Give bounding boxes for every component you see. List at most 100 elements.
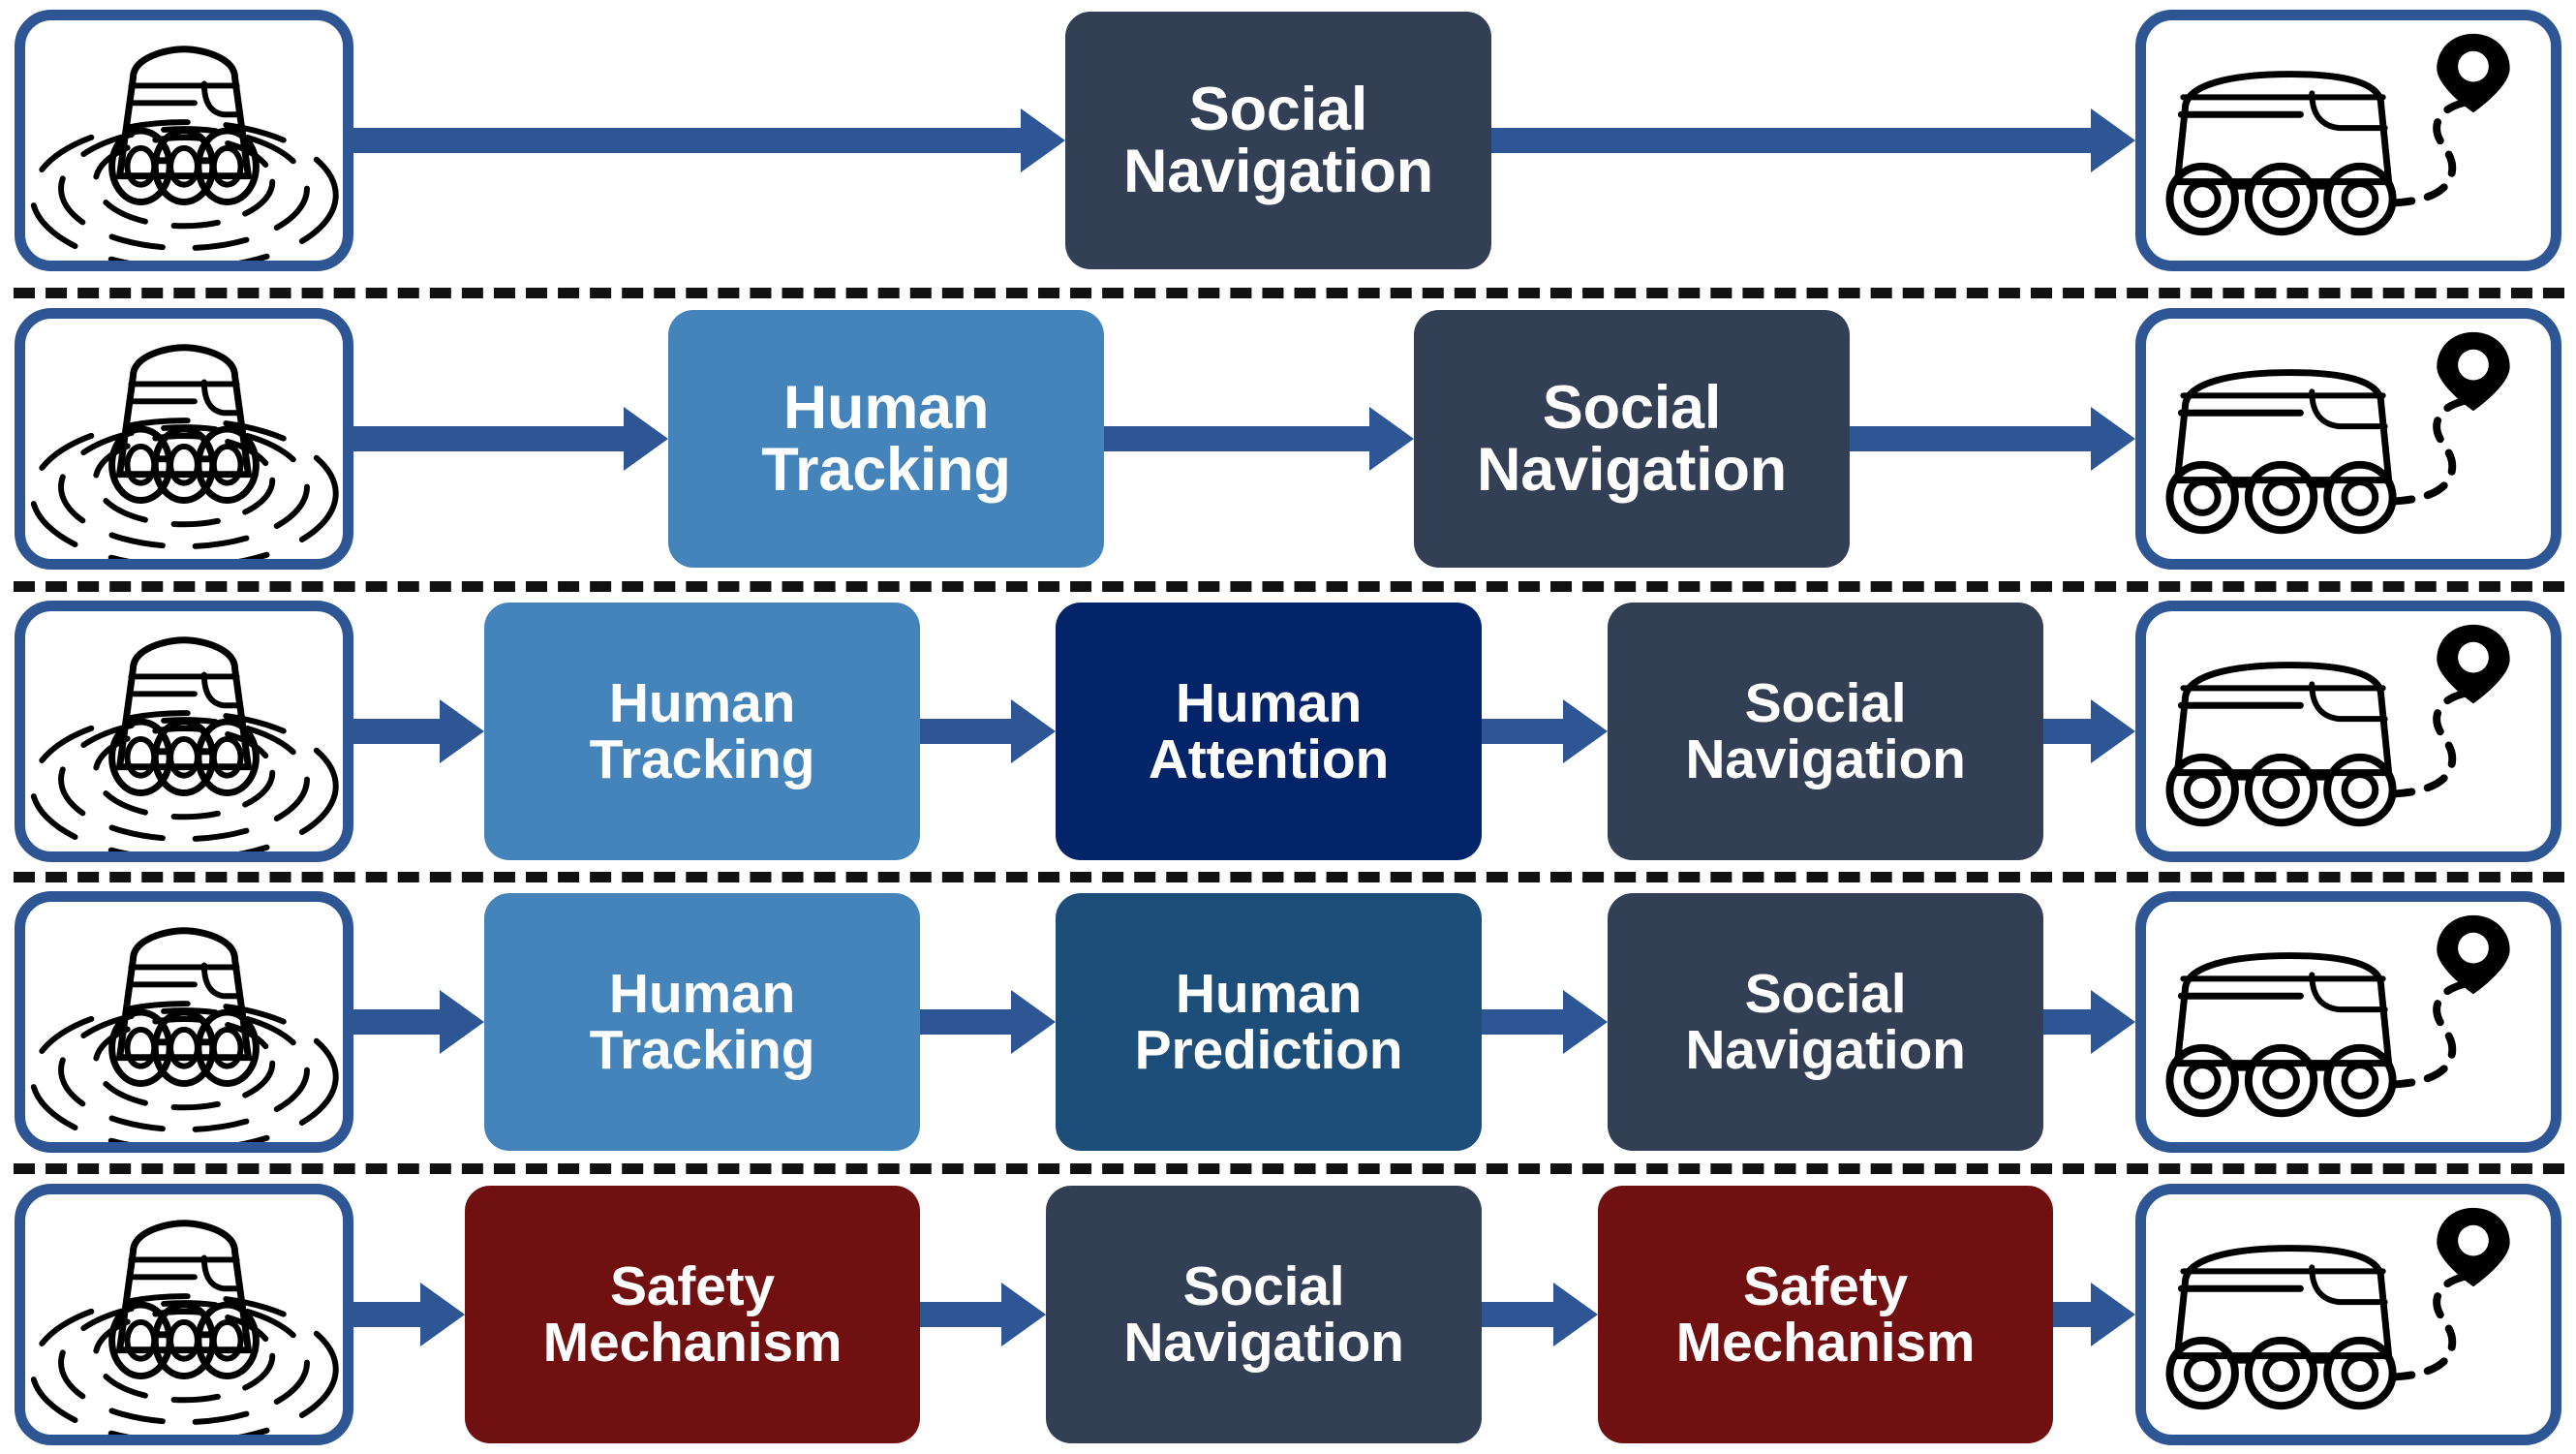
arrow-head — [1563, 699, 1608, 763]
arrow-head — [1011, 699, 1056, 763]
row-separator-3 — [14, 872, 2564, 882]
arrow-right-icon — [1482, 699, 1608, 763]
arrow-right-icon — [1482, 1283, 1598, 1346]
start-robot-panel — [15, 308, 353, 570]
stage-label-line: Tracking — [761, 436, 1011, 504]
robot-navigation-path-icon — [2165, 914, 2510, 1118]
robot-sensing-icon — [29, 927, 339, 1142]
arrow-shaft — [353, 719, 440, 744]
arrow-head — [624, 407, 668, 471]
arrow-shaft — [1482, 719, 1563, 744]
arrow-shaft — [353, 1009, 440, 1035]
stage-label-line: Navigation — [1685, 1019, 1966, 1081]
robot-sensing-icon — [29, 1220, 339, 1435]
map-pin-icon — [2437, 331, 2510, 412]
end-robot-panel — [2135, 891, 2561, 1153]
arrow-right-icon — [1491, 108, 2135, 172]
arrow-right-icon — [2043, 990, 2135, 1054]
map-pin-icon — [2437, 914, 2510, 995]
arrow-head — [440, 990, 484, 1054]
arrow-shaft — [920, 719, 1011, 744]
arrow-head — [1369, 407, 1414, 471]
arrow-shaft — [1482, 1302, 1553, 1327]
start-robot-panel — [15, 10, 353, 271]
arrow-head — [1011, 990, 1056, 1054]
arrow-shaft — [353, 426, 624, 451]
stage-label-line: Human — [1175, 671, 1363, 734]
stage-label-line: Prediction — [1134, 1019, 1403, 1081]
arrow-shaft — [1850, 426, 2091, 451]
arrow-shaft — [920, 1302, 1001, 1327]
arrow-shaft — [2043, 1009, 2091, 1035]
arrow-head — [2091, 699, 2135, 763]
arrow-right-icon — [1850, 407, 2135, 471]
map-pin-icon — [2437, 33, 2510, 113]
arrow-right-icon — [920, 699, 1056, 763]
stage-label-line: Human — [1175, 962, 1363, 1025]
arrow-shaft — [353, 1302, 420, 1327]
start-robot-panel — [15, 891, 353, 1153]
stage-label-line: Human — [608, 671, 796, 734]
map-pin-icon — [2437, 624, 2510, 704]
row-separator-2 — [14, 581, 2564, 592]
arrow-head — [2091, 407, 2135, 471]
end-robot-panel — [2135, 1184, 2561, 1445]
arrow-shaft — [1491, 128, 2091, 153]
arrow-right-icon — [353, 407, 668, 471]
stage-label-line: Social — [1744, 962, 1907, 1025]
robot-sensing-icon — [29, 636, 339, 851]
stage-label-line: Tracking — [589, 728, 815, 790]
arrow-right-icon — [353, 699, 484, 763]
stage-label-line: Social — [1188, 75, 1368, 143]
start-robot-panel — [15, 1184, 353, 1445]
stage-label-line: Tracking — [589, 1019, 815, 1081]
robot-sensing-icon — [29, 344, 339, 559]
arrow-head — [2091, 1283, 2135, 1346]
robot-sensing-icon — [29, 46, 339, 261]
arrow-right-icon — [353, 108, 1065, 172]
arrow-head — [1563, 990, 1608, 1054]
stage-label-line: Attention — [1148, 728, 1390, 790]
arrow-right-icon — [920, 990, 1056, 1054]
arrow-shaft — [920, 1009, 1011, 1035]
arrow-head — [1001, 1283, 1046, 1346]
stage-label-line: Mechanism — [1675, 1312, 1976, 1374]
robot-navigation-path-icon — [2165, 33, 2510, 236]
row-separator-1 — [14, 288, 2564, 298]
stage-label-line: Navigation — [1476, 436, 1788, 504]
arrow-head — [440, 699, 484, 763]
stage-label-line: Safety — [1743, 1254, 1908, 1317]
arrow-head — [1021, 108, 1065, 172]
arrow-right-icon — [353, 1283, 465, 1346]
arrow-shaft — [1482, 1009, 1563, 1035]
stage-label-line: Social — [1744, 671, 1907, 734]
stage-label-line: Navigation — [1123, 1312, 1404, 1374]
end-robot-panel — [2135, 10, 2561, 271]
arrow-shaft — [353, 128, 1021, 153]
stage-label-line: Human — [608, 962, 796, 1025]
end-robot-panel — [2135, 601, 2561, 862]
arrow-right-icon — [2053, 1283, 2135, 1346]
robot-navigation-path-icon — [2165, 331, 2510, 535]
arrow-head — [2091, 108, 2135, 172]
stage-label-line: Social — [1542, 373, 1722, 442]
arrow-shaft — [2053, 1302, 2091, 1327]
stage-label-line: Mechanism — [542, 1312, 843, 1374]
